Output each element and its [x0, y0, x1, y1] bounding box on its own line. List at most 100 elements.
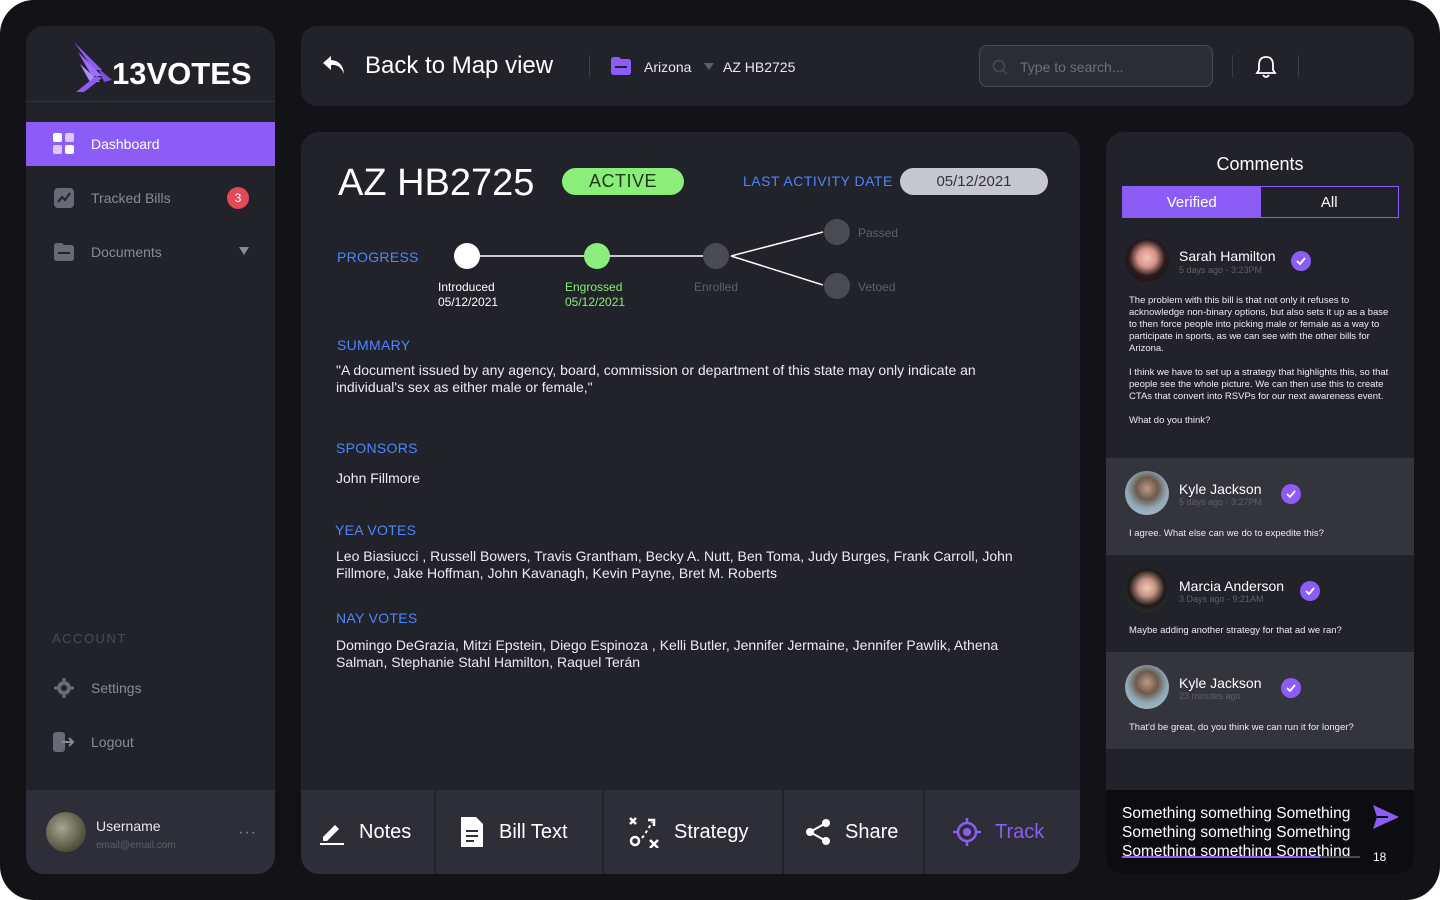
grid-icon — [53, 133, 75, 155]
comment-author[interactable]: Kyle Jackson — [1179, 675, 1262, 691]
comment-composer: Something something Something Something … — [1106, 790, 1414, 874]
comment-author[interactable]: Kyle Jackson — [1179, 481, 1262, 497]
nay-votes-text: Domingo DeGrazia, Mitzi Epstein, Diego E… — [336, 637, 999, 670]
stage-name: Enrolled — [694, 280, 739, 294]
sidebar: 13VOTES Dashboard Tracked Bills 3 Docume… — [26, 26, 275, 874]
verified-icon — [1291, 251, 1311, 271]
summary-text: "A document issued by any agency, board,… — [336, 362, 976, 395]
sidebar-item-tracked-bills[interactable]: Tracked Bills 3 — [26, 176, 275, 220]
bill-text-label: Bill Text — [499, 820, 568, 843]
more-icon[interactable]: ··· — [238, 824, 257, 841]
comment-body: The problem with this bill is that not o… — [1129, 295, 1389, 426]
chevron-down-icon[interactable] — [704, 63, 714, 70]
share-button[interactable]: Share — [805, 790, 898, 874]
summary-label: SUMMARY — [337, 337, 411, 353]
logout-icon — [53, 731, 75, 753]
stage-dot-enrolled — [703, 243, 729, 269]
divider — [589, 55, 590, 77]
sidebar-item-logout[interactable]: Logout — [26, 720, 275, 764]
stage-engrossed: Engrossed 05/12/2021 — [565, 280, 625, 310]
sidebar-item-documents[interactable]: Documents — [26, 230, 275, 274]
back-arrow-icon[interactable] — [321, 52, 347, 83]
track-button[interactable]: Track — [953, 790, 1044, 874]
chevron-down-icon[interactable] — [239, 247, 249, 255]
divider — [434, 790, 436, 874]
strategy-button[interactable]: Strategy — [628, 790, 748, 874]
logo[interactable]: 13VOTES — [26, 26, 275, 102]
bill-detail-card: AZ HB2725 ACTIVE LAST ACTIVITY DATE 05/1… — [301, 132, 1080, 874]
progress-connector — [730, 255, 824, 286]
document-icon — [459, 815, 485, 849]
share-icon — [805, 819, 831, 845]
last-activity-label: LAST ACTIVITY DATE — [743, 173, 893, 189]
tab-all[interactable]: All — [1320, 193, 1338, 211]
avatar — [1125, 238, 1169, 282]
char-limit-bar — [1122, 856, 1320, 858]
user-name: Username — [96, 818, 161, 834]
stage-name: Engrossed — [565, 280, 623, 294]
search-box[interactable] — [979, 45, 1213, 87]
char-count: 18 — [1373, 850, 1387, 864]
chart-icon — [53, 187, 75, 209]
top-bar: Back to Map view Arizona AZ HB2725 — [301, 26, 1414, 106]
action-bar: Notes Bill Text Strategy S — [301, 790, 1080, 874]
sidebar-item-label: Documents — [91, 244, 162, 260]
stage-enrolled: Enrolled — [694, 280, 738, 295]
user-email: email@email.com — [96, 840, 176, 851]
comment-time: 3 Days ago - 9:21AM — [1179, 594, 1264, 604]
stage-dot-introduced — [454, 243, 480, 269]
sidebar-item-dashboard[interactable]: Dashboard — [26, 122, 275, 166]
tab-verified[interactable]: Verified — [1123, 187, 1261, 217]
comment-item: Marcia Anderson 3 Days ago - 9:21AM Mayb… — [1106, 555, 1414, 652]
comment-item: Sarah Hamilton 5 days ago - 3:23PM The p… — [1106, 228, 1414, 458]
user-profile[interactable]: Username email@email.com ··· — [26, 790, 275, 874]
comment-time: 5 days ago - 3:27PM — [1179, 497, 1263, 507]
comment-author[interactable]: Marcia Anderson — [1179, 578, 1285, 594]
comments-filter: Verified All — [1122, 186, 1399, 218]
comment-body: That'd be great, do you think we can run… — [1129, 722, 1354, 733]
sponsors-label: SPONSORS — [336, 440, 418, 456]
comment-item: Kyle Jackson 23 minutes ago That'd be gr… — [1106, 652, 1414, 749]
stage-name: Passed — [858, 226, 899, 240]
avatar — [1125, 568, 1169, 612]
bill-text-button[interactable]: Bill Text — [459, 790, 568, 874]
divider — [1298, 55, 1299, 77]
verified-icon — [1300, 581, 1320, 601]
comment-body: Maybe adding another strategy for that a… — [1129, 625, 1342, 636]
eagle-logo-icon — [74, 42, 112, 92]
search-input[interactable] — [1020, 56, 1200, 78]
comment-item: Kyle Jackson 5 days ago - 3:27PM I agree… — [1106, 458, 1414, 555]
breadcrumb-bill[interactable]: AZ HB2725 — [723, 59, 796, 75]
brand-name: 13VOTES — [112, 56, 252, 91]
comment-time: 5 days ago - 3:23PM — [1179, 265, 1263, 275]
bell-icon[interactable] — [1255, 55, 1277, 84]
sidebar-item-label: Settings — [91, 680, 142, 696]
notes-button[interactable]: Notes — [319, 790, 411, 874]
char-limit-track — [1320, 856, 1360, 858]
track-label: Track — [995, 820, 1045, 843]
stage-dot-engrossed — [584, 243, 610, 269]
back-to-map-link[interactable]: Back to Map view — [365, 52, 554, 79]
send-icon[interactable] — [1372, 804, 1400, 835]
comment-input[interactable]: Something something Something Something … — [1122, 805, 1351, 858]
breadcrumb-state[interactable]: Arizona — [644, 59, 692, 75]
gear-icon — [53, 677, 75, 699]
share-label: Share — [845, 820, 899, 843]
bill-title: AZ HB2725 — [338, 162, 535, 204]
nay-votes-label: NAY VOTES — [336, 610, 418, 626]
avatar — [46, 812, 86, 852]
strategy-icon — [628, 816, 660, 848]
stage-dot-passed — [824, 219, 850, 245]
stage-vetoed: Vetoed — [858, 280, 895, 295]
comment-author[interactable]: Sarah Hamilton — [1179, 248, 1276, 264]
search-icon — [992, 59, 1008, 80]
account-section-label: ACCOUNT — [52, 631, 127, 646]
pencil-icon — [319, 819, 345, 845]
comments-panel: Comments Verified All Sarah Hamilton 5 d… — [1106, 132, 1414, 874]
avatar — [1125, 471, 1169, 515]
progress-label: PROGRESS — [337, 249, 419, 265]
strategy-label: Strategy — [674, 820, 749, 843]
sidebar-item-settings[interactable]: Settings — [26, 666, 275, 710]
divider — [923, 790, 925, 874]
